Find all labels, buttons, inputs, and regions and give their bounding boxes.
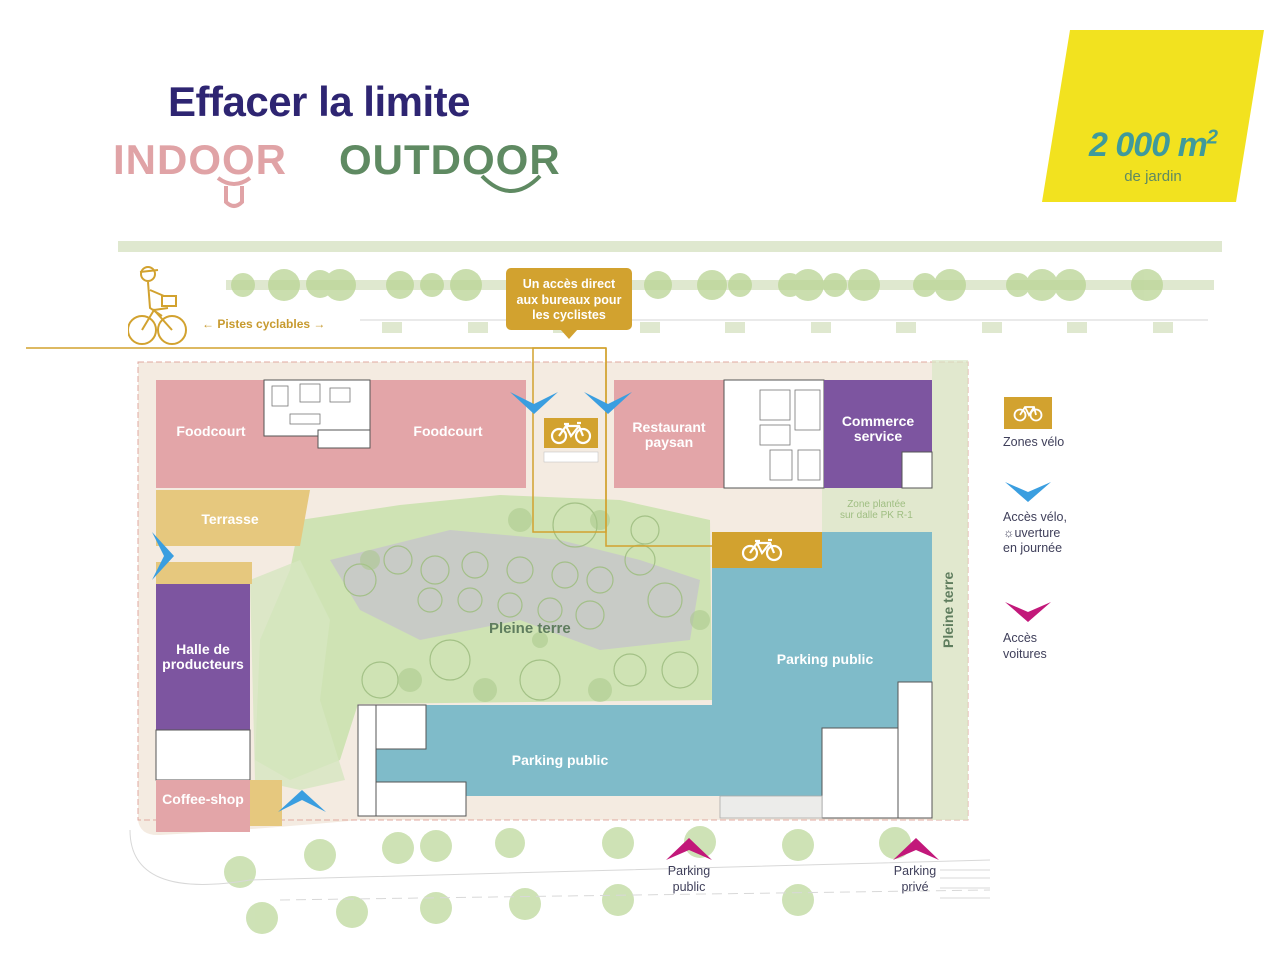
- entrance-label-line: public: [672, 879, 706, 894]
- bike-zone-icon: [741, 538, 783, 562]
- bike-zone-icon: [550, 421, 592, 445]
- callout-line: Un accès direct: [522, 277, 616, 291]
- entrance-parking-public: Parking public: [654, 864, 724, 895]
- zone-foodcourt-right: Foodcourt: [413, 422, 483, 439]
- zone-commerce-service: Commerce service: [824, 414, 932, 444]
- zone-label-line: Halle de: [176, 641, 230, 658]
- legend-line: en journée: [1003, 541, 1063, 556]
- zone-coffee-shop: Coffee-shop: [162, 790, 244, 807]
- entrance-label-line: Parking: [667, 864, 711, 878]
- zone-restaurant-paysan: Restaurant paysan: [614, 420, 724, 450]
- indoor-word: INDOOR: [113, 136, 287, 183]
- legend-bike-access-icon: [1005, 482, 1051, 502]
- entrance-parking-prive: Parking privé: [880, 864, 950, 895]
- callout-line: les cyclistes: [532, 308, 606, 323]
- zone-pleine-terre-side: Pleine terre: [940, 571, 956, 648]
- legend-line: Accès: [1003, 631, 1038, 645]
- zone-halle-de-producteurs: Halle de producteurs: [156, 642, 250, 672]
- zone-label-line: Commerce: [841, 413, 915, 430]
- zone-label-line: Restaurant: [632, 419, 706, 436]
- garden-area-badge: 2 000 m2 de jardin: [1042, 30, 1264, 202]
- zone-plantee-label: Zone plantée sur dalle PK R-1: [840, 499, 913, 521]
- page-title: Effacer la limite: [168, 78, 470, 125]
- callout-line: aux bureaux pour: [516, 292, 622, 307]
- cyclist-illustration: [128, 266, 187, 345]
- garden-area-value: 2 000 m2: [1089, 126, 1218, 164]
- zone-label-line: producteurs: [162, 656, 244, 672]
- legend-car-access: Accès voitures: [1003, 631, 1047, 662]
- zone-terrasse: Terrasse: [201, 510, 259, 527]
- legend-bike-zones: Zones vélo: [1003, 435, 1065, 449]
- zone-pleine-terre-center: Pleine terre: [489, 620, 571, 637]
- legend-line: ☼uverture: [1003, 525, 1061, 540]
- entrance-label-line: Parking: [893, 864, 937, 878]
- bike-access-chevron-icon: [510, 392, 558, 414]
- bike-access-chevron-icon: [278, 790, 326, 812]
- garden-area-label: de jardin: [1124, 168, 1182, 185]
- zone-parking-public-lower: Parking public: [511, 751, 609, 768]
- car-access-chevron-icon: [893, 838, 939, 860]
- zone-foodcourt-left: Foodcourt: [176, 422, 246, 439]
- outdoor-word: OUTDOOR: [339, 136, 561, 183]
- legend-line: Accès vélo,: [1003, 510, 1067, 524]
- cyclist-access-callout: Un accès direct aux bureaux pour les cyc…: [506, 268, 632, 339]
- legend-car-access-icon: [1005, 602, 1051, 622]
- entrance-label-line: privé: [901, 879, 929, 894]
- zone-label-line: Zone plantée: [847, 499, 906, 510]
- legend-bike-access: Accès vélo, ☼uverture en journée: [1003, 510, 1067, 557]
- legend-bike-zone-swatch: [1004, 397, 1052, 429]
- zone-parking-public-upper: Parking public: [776, 650, 874, 667]
- zone-label-line: service: [853, 428, 903, 444]
- car-access-chevron-icon: [666, 838, 712, 860]
- bike-access-chevron-icon: [584, 392, 632, 414]
- bike-paths-label: ← Pistes cyclables →: [202, 317, 326, 331]
- bike-icon: [1013, 406, 1043, 422]
- tongue-icon: [216, 176, 252, 208]
- smile-icon: [480, 174, 542, 193]
- badge-shape: [1042, 30, 1264, 202]
- zone-label-line: paysan: [644, 434, 694, 450]
- bike-access-chevron-icon: [152, 532, 174, 580]
- legend-line: voitures: [1003, 646, 1047, 661]
- zone-label-line: sur dalle PK R-1: [840, 510, 913, 521]
